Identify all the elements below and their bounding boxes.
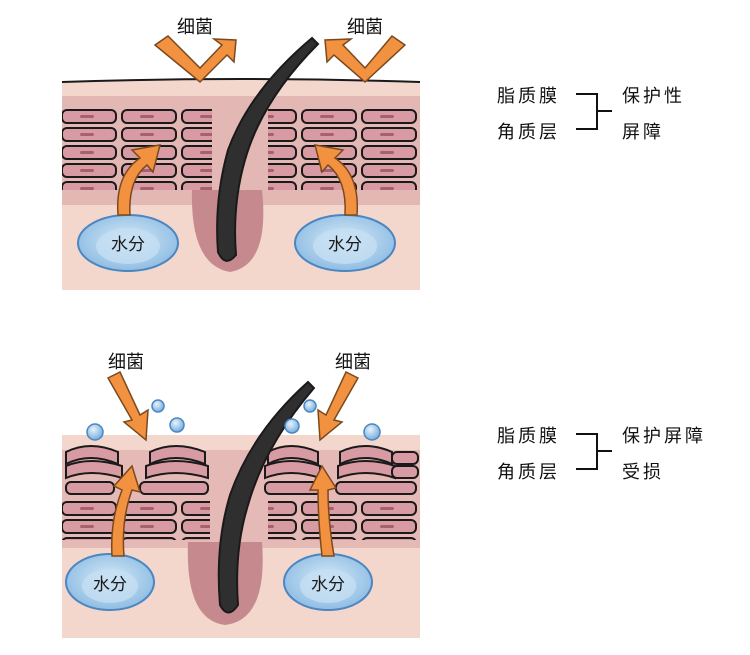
legend-result: 保护屏障 bbox=[622, 426, 706, 447]
water-label: 水分 bbox=[311, 575, 345, 595]
legend-result: 受损 bbox=[622, 462, 664, 483]
water-label: 水分 bbox=[328, 235, 362, 255]
water-arrow-left bbox=[110, 464, 142, 557]
water-label: 水分 bbox=[111, 235, 145, 255]
water-label: 水分 bbox=[93, 575, 127, 595]
bacteria-label: 细菌 bbox=[335, 352, 371, 373]
legend-item-lipid-film: 脂质膜 bbox=[497, 426, 560, 447]
legend-result: 保护性 bbox=[622, 86, 685, 107]
legend-item-stratum-corneum: 角质层 bbox=[497, 122, 560, 143]
legend-item-lipid-film: 脂质膜 bbox=[497, 86, 560, 107]
bacteria-arrow-left bbox=[106, 370, 149, 442]
bacteria-arrow-left bbox=[153, 35, 237, 84]
water-drop-right: 水分 bbox=[283, 553, 373, 611]
bacteria-label: 细菌 bbox=[347, 17, 383, 38]
damaged-cells-left bbox=[65, 445, 209, 495]
water-arrow-left bbox=[116, 144, 162, 216]
water-drop-left: 水分 bbox=[65, 553, 155, 611]
diagram-bottom-panel: 水分 水分 细菌 细菌 bbox=[62, 352, 612, 638]
legend-bracket bbox=[576, 433, 612, 470]
bacteria-label: 细菌 bbox=[177, 17, 213, 38]
legend-result: 屏障 bbox=[622, 122, 664, 143]
water-drop-left: 水分 bbox=[77, 214, 179, 272]
bacteria-arrow-right bbox=[324, 34, 407, 84]
diagram-top-panel: 水分 水分 细菌 细菌 bbox=[61, 17, 612, 290]
stratum-corneum-left bbox=[62, 498, 210, 540]
moisture-bubbles bbox=[86, 399, 381, 441]
legend-bracket bbox=[576, 93, 612, 130]
hair-strand bbox=[216, 36, 320, 262]
bacteria-arrow-right bbox=[317, 370, 360, 442]
water-arrow-right bbox=[313, 144, 359, 216]
water-drop-right: 水分 bbox=[294, 214, 396, 272]
stratum-corneum-right bbox=[268, 498, 420, 540]
legend-item-stratum-corneum: 角质层 bbox=[497, 462, 560, 483]
bacteria-label: 细菌 bbox=[108, 352, 144, 373]
hair-strand bbox=[217, 380, 316, 614]
water-arrow-right bbox=[308, 464, 338, 557]
damaged-cells-right bbox=[264, 445, 419, 495]
